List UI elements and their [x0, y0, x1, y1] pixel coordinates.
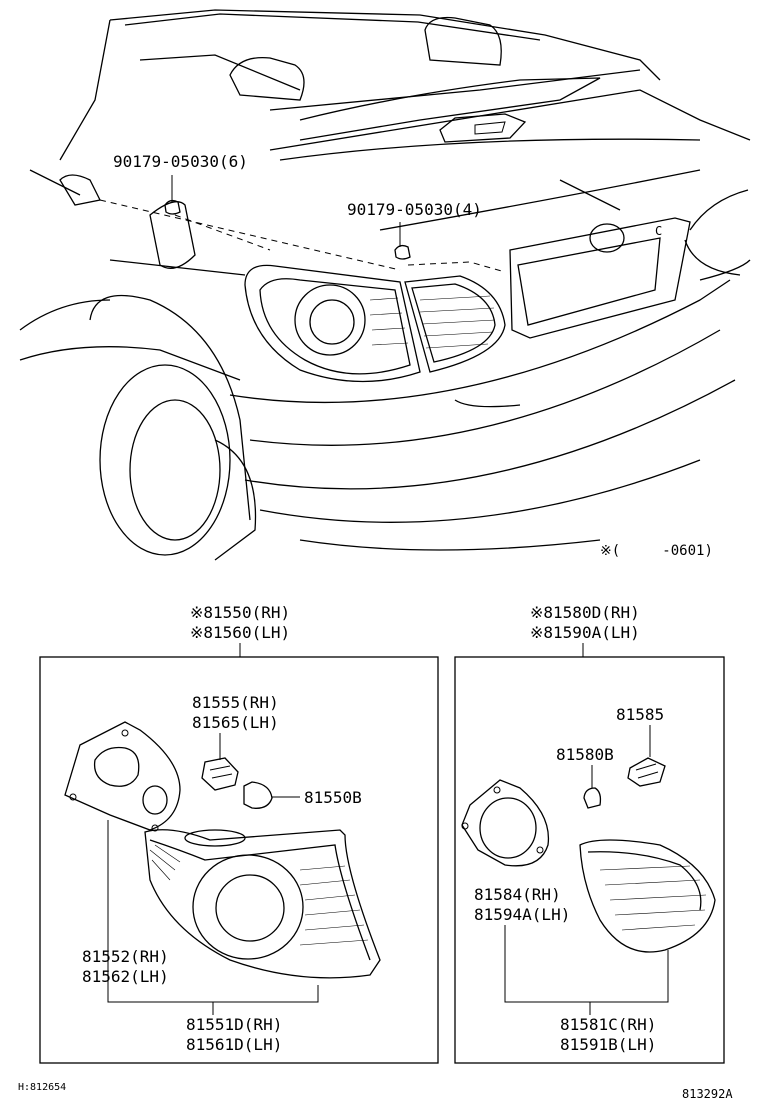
right-gasket-lh: 81594A(LH)	[474, 905, 570, 924]
left-lens-lh: 81561D(LH)	[186, 1035, 282, 1054]
footer-left-code: H:812654	[18, 1082, 66, 1093]
right-socket-icon	[627, 757, 666, 787]
right-lens-lh: 81591B(LH)	[560, 1035, 656, 1054]
left-assembly-rh: ※81550(RH)	[190, 603, 290, 622]
car-rear-illustration: C	[19, 9, 751, 561]
right-bulb-icon	[583, 787, 602, 809]
right-lens-rh: 81581C(RH)	[560, 1015, 656, 1034]
applicability-note: ※( -0601)	[600, 543, 713, 559]
left-lens-rh: 81551D(RH)	[186, 1015, 282, 1034]
right-gasket-rh: 81584(RH)	[474, 885, 561, 904]
right-assembly-lh: ※81590A(LH)	[530, 623, 640, 642]
right-socket-label: 81585	[616, 705, 664, 724]
right-lens-icon	[579, 839, 716, 953]
left-socket-rh: 81555(RH)	[192, 693, 279, 712]
footer-right-code: 813292A	[682, 1087, 733, 1101]
left-gasket-lh: 81562(LH)	[82, 967, 169, 986]
right-assembly-rh: ※81580D(RH)	[530, 603, 640, 622]
right-parts-box	[454, 656, 725, 1064]
bolt-label-left: 90179-05030(6)	[113, 152, 248, 171]
svg-text:C: C	[655, 224, 662, 238]
left-gasket-rh: 81552(RH)	[82, 947, 169, 966]
left-socket-lh: 81565(LH)	[192, 713, 279, 732]
right-bulb-label: 81580B	[556, 745, 614, 764]
left-socket-icon	[201, 757, 239, 791]
bolt-label-right: 90179-05030(4)	[347, 200, 482, 219]
left-bulb-label: 81550B	[304, 788, 362, 807]
left-gasket-icon	[64, 721, 181, 832]
left-bulb-icon	[243, 781, 300, 809]
left-tail-lamp-icon	[144, 829, 381, 979]
left-assembly-lh: ※81560(LH)	[190, 623, 290, 642]
right-gasket-icon	[461, 779, 550, 867]
left-parts-box	[39, 656, 439, 1064]
